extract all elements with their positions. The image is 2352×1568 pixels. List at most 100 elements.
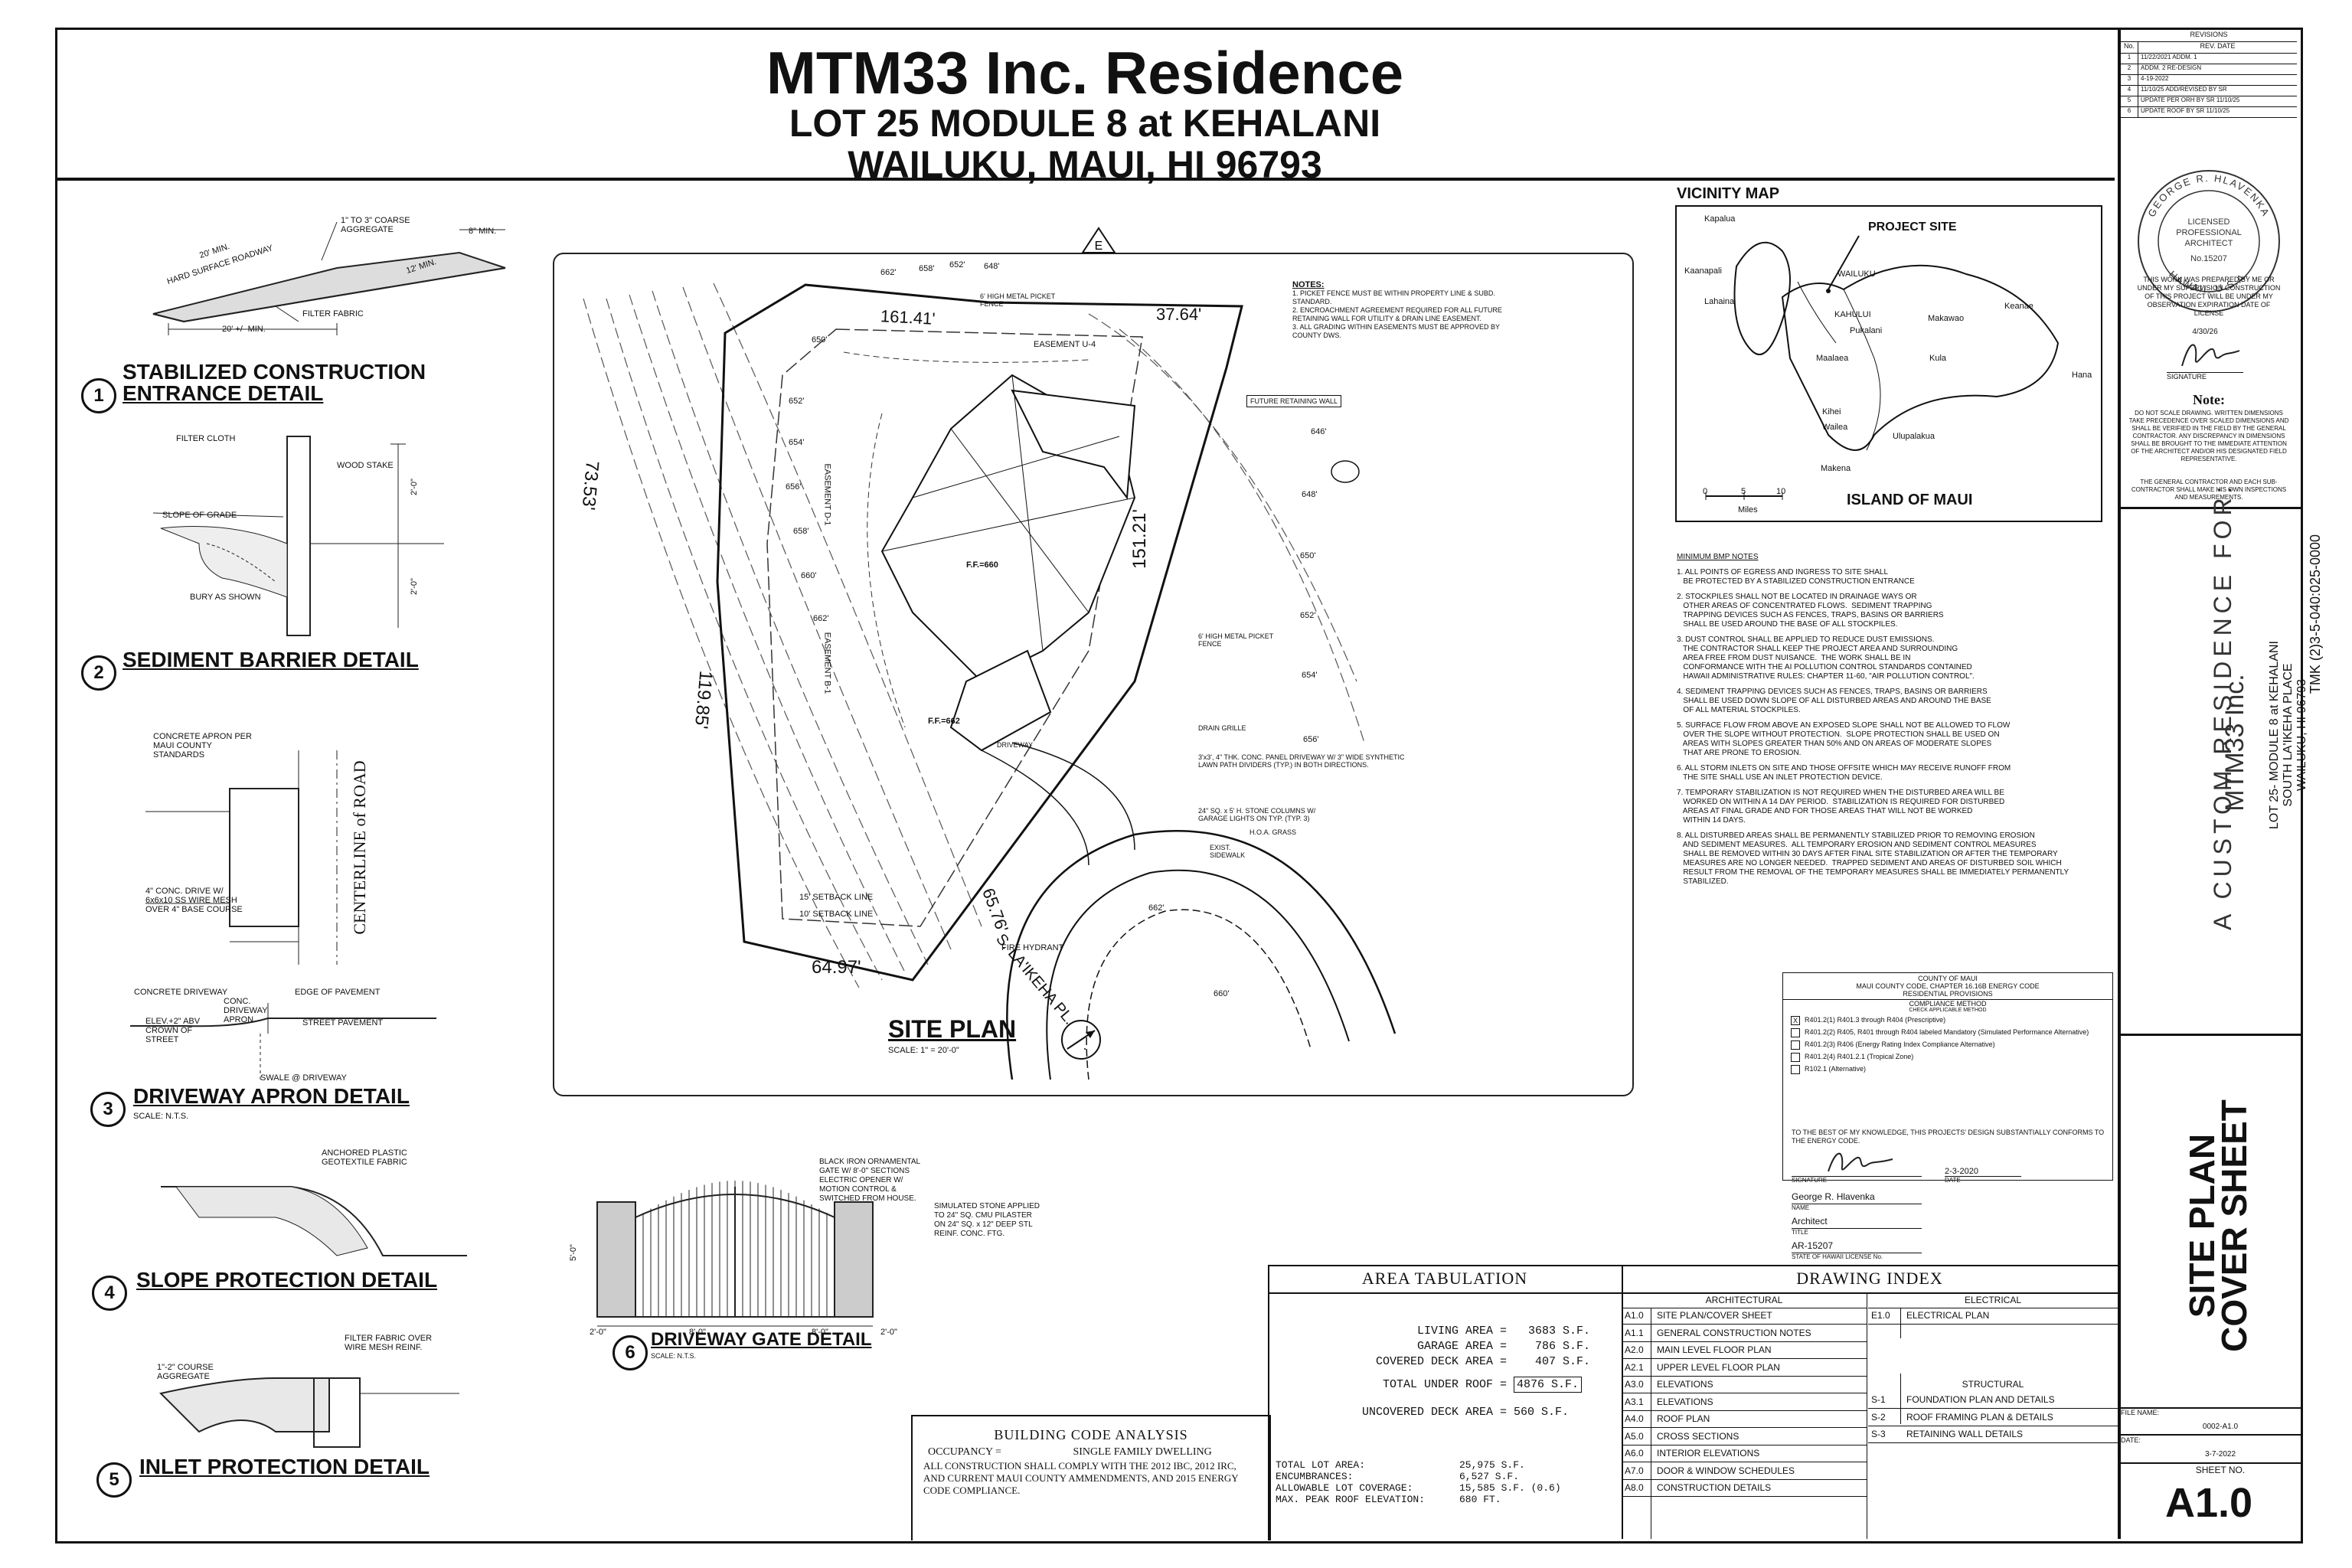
columns-note: 24" SQ. x 5' H. STONE COLUMNS W/ GARAGE … [1198,807,1316,822]
sheet-ref[interactable]: A2.0 [1625,1344,1644,1355]
sheet-ref[interactable]: A5.0 [1625,1430,1644,1442]
sheet-name[interactable]: GENERAL CONSTRUCTION NOTES [1657,1327,1811,1338]
easement-b-label: EASEMENT B-1 [822,632,832,694]
sheet-ref[interactable]: E1.0 [1871,1310,1890,1321]
divider [2118,507,2301,509]
compliance-checkbox[interactable] [1791,1028,1800,1037]
driveway-note: 3'x3', 4" THK. CONC. PANEL DRIVEWAY W/ 3… [1198,753,1405,769]
revisions-col-no: No. [2121,42,2138,53]
site-notes-title: NOTES: [1292,280,1325,289]
vicinity-place-label: KAHULUI [1834,310,1871,319]
sheet-ref[interactable]: A4.0 [1625,1413,1644,1424]
sheet-ref[interactable]: A2.1 [1625,1361,1644,1373]
vicinity-place-label: Maalaea [1816,354,1849,363]
sheet-number: A1.0 [2164,1480,2253,1526]
architect-stamp: GEORGE R. HLAVENKA HAWAII, U.S.A. LICENS… [2138,170,2280,312]
area-row: LIVING AREA = 3683 S.F. [1271,1325,1615,1340]
area-equals: = [1493,1340,1514,1353]
vicinity-place-label: Lahaina [1704,297,1735,306]
sheet-ref[interactable]: S-1 [1871,1394,1886,1405]
site-plan-drawing [583,283,1396,1080]
elev-660-r: 660' [1214,989,1230,998]
note-text-2: THE GENERAL CONTRACTOR AND EACH SUB-CONT… [2131,479,2287,501]
area-label: LIVING AREA [1416,1325,1493,1338]
site-plan-notes: NOTES: 1. PICKET FENCE MUST BE WITHIN PR… [1292,280,1522,340]
energy-date-label: DATE [1945,1176,2021,1184]
sheet-name[interactable]: SITE PLAN/COVER SHEET [1657,1310,1772,1321]
sheet-name[interactable]: ELEVATIONS [1657,1396,1713,1407]
vicinity-place-label: Wailea [1822,423,1848,432]
detail-6-number: 6 [612,1335,648,1370]
detail-1-number: 1 [81,378,116,413]
sheet-ref[interactable]: A3.1 [1625,1396,1644,1407]
index-header: DRAWING INDEX [1622,1265,2118,1294]
occupancy-label: OCCUPANCY = [928,1446,1001,1458]
detail-4-title: SLOPE PROTECTION DETAIL [136,1268,438,1292]
sheet-ref[interactable]: A3.0 [1625,1379,1644,1390]
sheet-date: 3-7-2022 [2204,1450,2236,1459]
sheet-name[interactable]: ELECTRICAL PLAN [1906,1310,1990,1321]
compliance-checkbox[interactable] [1791,1040,1800,1050]
compliance-option: R401.2(4) R401.2.1 (Tropical Zone) [1791,1053,2112,1062]
d5-filter-over-label: FILTER FABRIC OVER WIRE MESH REINF. [345,1334,433,1352]
sheet-name[interactable]: ROOF FRAMING PLAN & DETAILS [1906,1411,2053,1423]
sheet-name[interactable]: MAIN LEVEL FLOOR PLAN [1657,1344,1772,1355]
detail-1-title-line1: STABILIZED CONSTRUCTION [122,360,426,384]
sheet-name[interactable]: ROOF PLAN [1657,1413,1710,1424]
compliance-option: R401.2(2) R405, R401 through R404 labele… [1791,1028,2112,1037]
sheet-ref[interactable]: S-3 [1871,1429,1886,1439]
d3-centerline-label: CENTERLINE of ROAD [350,760,369,935]
method-title: COMPLIANCE METHOD [1909,1000,1987,1008]
sheet-name[interactable]: ELEVATIONS [1657,1379,1713,1390]
sheet-name[interactable]: CROSS SECTIONS [1657,1430,1740,1442]
occupancy-value: SINGLE FAMILY DWELLING [1073,1446,1212,1458]
vicinity-title: VICINITY MAP [1677,185,1780,202]
sheet-name[interactable]: UPPER LEVEL FLOOR PLAN [1657,1361,1780,1373]
vicinity-place-label: Kaanapali [1684,266,1722,276]
elev-654-r: 654' [1302,671,1318,680]
d3-conc-apron-label: CONC. DRIVEWAY APRON [224,997,268,1024]
sheet-ref[interactable]: A1.1 [1625,1327,1644,1338]
compliance-checkbox[interactable]: X [1791,1016,1800,1025]
index-divider [1900,1308,1901,1338]
dim-37: 37.64' [1156,305,1202,324]
detail-6-drawing [596,1181,874,1327]
compliance-checkbox[interactable] [1791,1053,1800,1062]
sheet-ref[interactable]: A1.0 [1625,1310,1644,1321]
sheet-ref[interactable]: A8.0 [1625,1482,1644,1493]
tables-frame [1268,1265,2119,1540]
stamp-license: No.15207 [2190,254,2227,263]
dim-151: 151.21' [1129,509,1150,569]
elev-656: 656' [786,482,802,492]
compliance-option-text: R401.2(2) R405, R401 through R404 labele… [1805,1028,2089,1036]
sheet-name[interactable]: DOOR & WINDOW SCHEDULES [1657,1465,1795,1476]
building-code-box: BUILDING CODE ANALYSIS OCCUPANCY = SINGL… [911,1415,1271,1540]
supervision-date: 4/30/26 [2192,328,2218,336]
sheet-ref[interactable]: S-2 [1871,1411,1886,1423]
energy-header-1: COUNTY OF MAUI [1918,975,1978,982]
area-equals: = [1493,1355,1514,1368]
sheet-name[interactable]: INTERIOR ELEVATIONS [1657,1448,1760,1459]
energy-title-label: TITLE [1792,1228,1922,1236]
file-name-label: FILE NAME: [2121,1409,2160,1416]
sheet-name[interactable]: FOUNDATION PLAN AND DETAILS [1906,1394,2055,1405]
sheet-name[interactable]: CONSTRUCTION DETAILS [1657,1482,1772,1493]
d2-slope-label: SLOPE OF GRADE [162,511,237,520]
sheet-name[interactable]: RETAINING WALL DETAILS [1906,1429,2024,1439]
d5-coarse-label: 1"-2" COURSE AGGREGATE [157,1363,214,1381]
area-total-label: TOTAL UNDER ROOF [1382,1378,1493,1391]
bmp-title: MINIMUM BMP NOTES [1677,553,1759,561]
owner-name: MTM33 Inc. [2220,674,2249,812]
sheet-ref[interactable]: A7.0 [1625,1465,1644,1476]
compliance-checkbox[interactable] [1791,1065,1800,1074]
sheet-ref[interactable]: A6.0 [1625,1448,1644,1459]
vicinity-place-label: Pukalani [1850,326,1883,335]
index-row-line [1868,1442,2118,1443]
d1-aggregate-label: 1" TO 3" COARSE AGGREGATE [341,216,410,234]
detail-1-drawing [152,221,506,335]
setback-10-label: 10' SETBACK LINE [799,910,874,919]
area-value: 3683 S.F. [1528,1325,1591,1338]
project-site-label: PROJECT SITE [1868,220,1957,234]
